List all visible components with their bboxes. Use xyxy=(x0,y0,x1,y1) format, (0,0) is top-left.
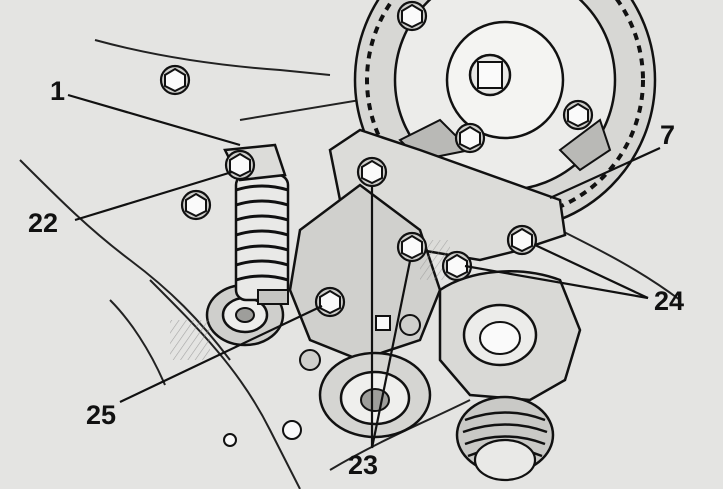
callout-22: 22 xyxy=(28,208,59,238)
sprocket-bolt xyxy=(454,122,486,154)
callout-25: 25 xyxy=(86,400,117,430)
leader-22 xyxy=(74,170,233,222)
bolt-23-lower xyxy=(396,231,428,263)
water-pump xyxy=(438,270,582,402)
bolt-24-left xyxy=(441,250,473,282)
callout-1: 1 xyxy=(50,76,66,106)
leader-7 xyxy=(549,146,661,200)
bolt-small xyxy=(299,349,321,371)
ribbed-pulley xyxy=(455,395,555,482)
bolt-25 xyxy=(314,286,346,318)
bolt-24-right xyxy=(506,224,538,256)
callout-7: 7 xyxy=(660,120,676,150)
bolt-small xyxy=(399,314,421,336)
bracket-slot xyxy=(375,315,391,331)
bolt-left xyxy=(180,189,212,221)
shaded-area xyxy=(170,320,210,360)
callout-23: 23 xyxy=(348,450,379,480)
sprocket-bolt xyxy=(562,99,594,131)
callout-24: 24 xyxy=(654,286,685,316)
leader-24-a xyxy=(534,244,649,299)
bolt-23-upper xyxy=(356,156,388,188)
leader-25 xyxy=(119,305,323,403)
leader-24-b xyxy=(464,264,649,300)
bolt-22 xyxy=(224,149,256,181)
sprocket-bolt xyxy=(396,0,428,32)
hole-detail xyxy=(282,420,302,440)
idler-roller xyxy=(318,351,432,439)
leader-1 xyxy=(67,93,241,147)
hole-detail xyxy=(223,433,237,447)
bolt-top-left xyxy=(159,64,191,96)
leader-lines xyxy=(67,93,661,449)
leader-23-b xyxy=(370,260,412,449)
